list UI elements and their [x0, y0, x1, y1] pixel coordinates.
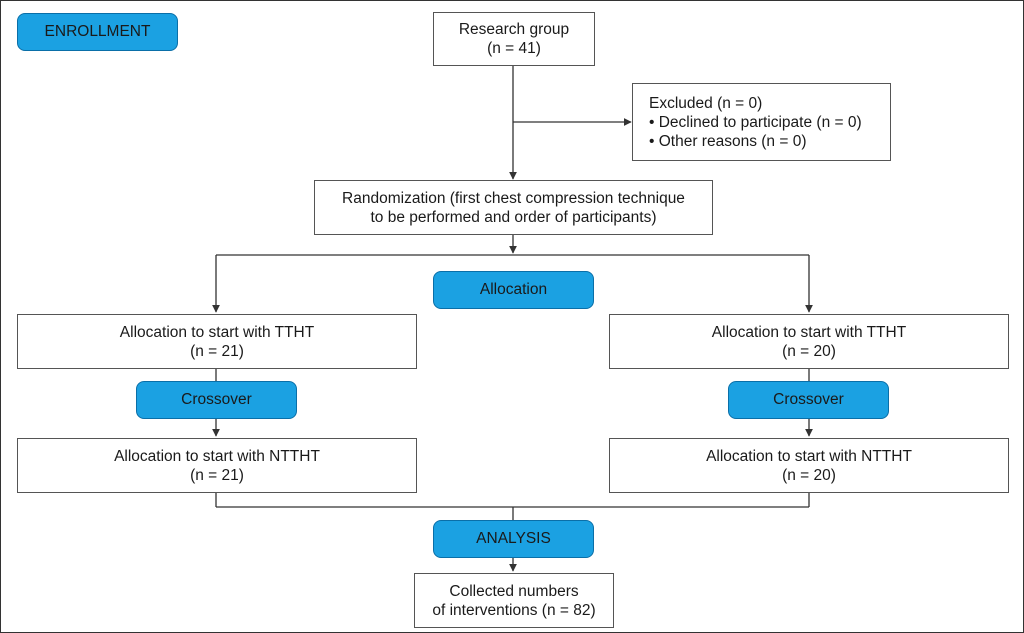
- collected-line-1: Collected numbers: [449, 582, 579, 600]
- analysis-label: ANALYSIS: [476, 530, 551, 547]
- analysis-pill: ANALYSIS: [433, 520, 594, 558]
- right-start-nttht-box: Allocation to start with NTTHT (n = 20): [609, 438, 1009, 493]
- left-start-nttht-box: Allocation to start with NTTHT (n = 21): [17, 438, 417, 493]
- research-group-box: Research group (n = 41): [433, 12, 595, 66]
- right-start-ttht-count: (n = 20): [782, 342, 836, 360]
- crossover-left-pill: Crossover: [136, 381, 297, 419]
- randomization-line-1: Randomization (first chest compression t…: [342, 189, 685, 207]
- left-start-nttht-title: Allocation to start with NTTHT: [114, 447, 320, 465]
- left-start-ttht-title: Allocation to start with TTHT: [119, 323, 315, 341]
- enrollment-pill: ENROLLMENT: [17, 13, 178, 51]
- allocation-pill: Allocation: [433, 271, 594, 309]
- collected-line-2: of interventions (n = 82): [432, 601, 596, 619]
- excluded-other: • Other reasons (n = 0): [649, 132, 807, 150]
- left-start-nttht-count: (n = 21): [190, 466, 244, 484]
- excluded-box: Excluded (n = 0) • Declined to participa…: [632, 83, 891, 161]
- collected-box: Collected numbers of interventions (n = …: [414, 573, 614, 628]
- right-start-ttht-box: Allocation to start with TTHT (n = 20): [609, 314, 1009, 369]
- right-start-nttht-count: (n = 20): [782, 466, 836, 484]
- left-start-ttht-box: Allocation to start with TTHT (n = 21): [17, 314, 417, 369]
- excluded-title: Excluded (n = 0): [649, 94, 763, 112]
- research-group-count: (n = 41): [487, 40, 541, 57]
- research-group-title: Research group: [458, 21, 570, 38]
- left-start-ttht-count: (n = 21): [190, 342, 244, 360]
- right-start-nttht-title: Allocation to start with NTTHT: [706, 447, 912, 465]
- allocation-label: Allocation: [479, 281, 548, 298]
- excluded-declined: • Declined to participate (n = 0): [649, 113, 862, 131]
- randomization-box: Randomization (first chest compression t…: [314, 180, 713, 235]
- enrollment-label: ENROLLMENT: [44, 23, 151, 40]
- crossover-left-label: Crossover: [181, 391, 252, 408]
- right-start-ttht-title: Allocation to start with TTHT: [711, 323, 907, 341]
- crossover-right-pill: Crossover: [728, 381, 889, 419]
- crossover-right-label: Crossover: [773, 391, 844, 408]
- randomization-line-2: to be performed and order of participant…: [370, 208, 657, 226]
